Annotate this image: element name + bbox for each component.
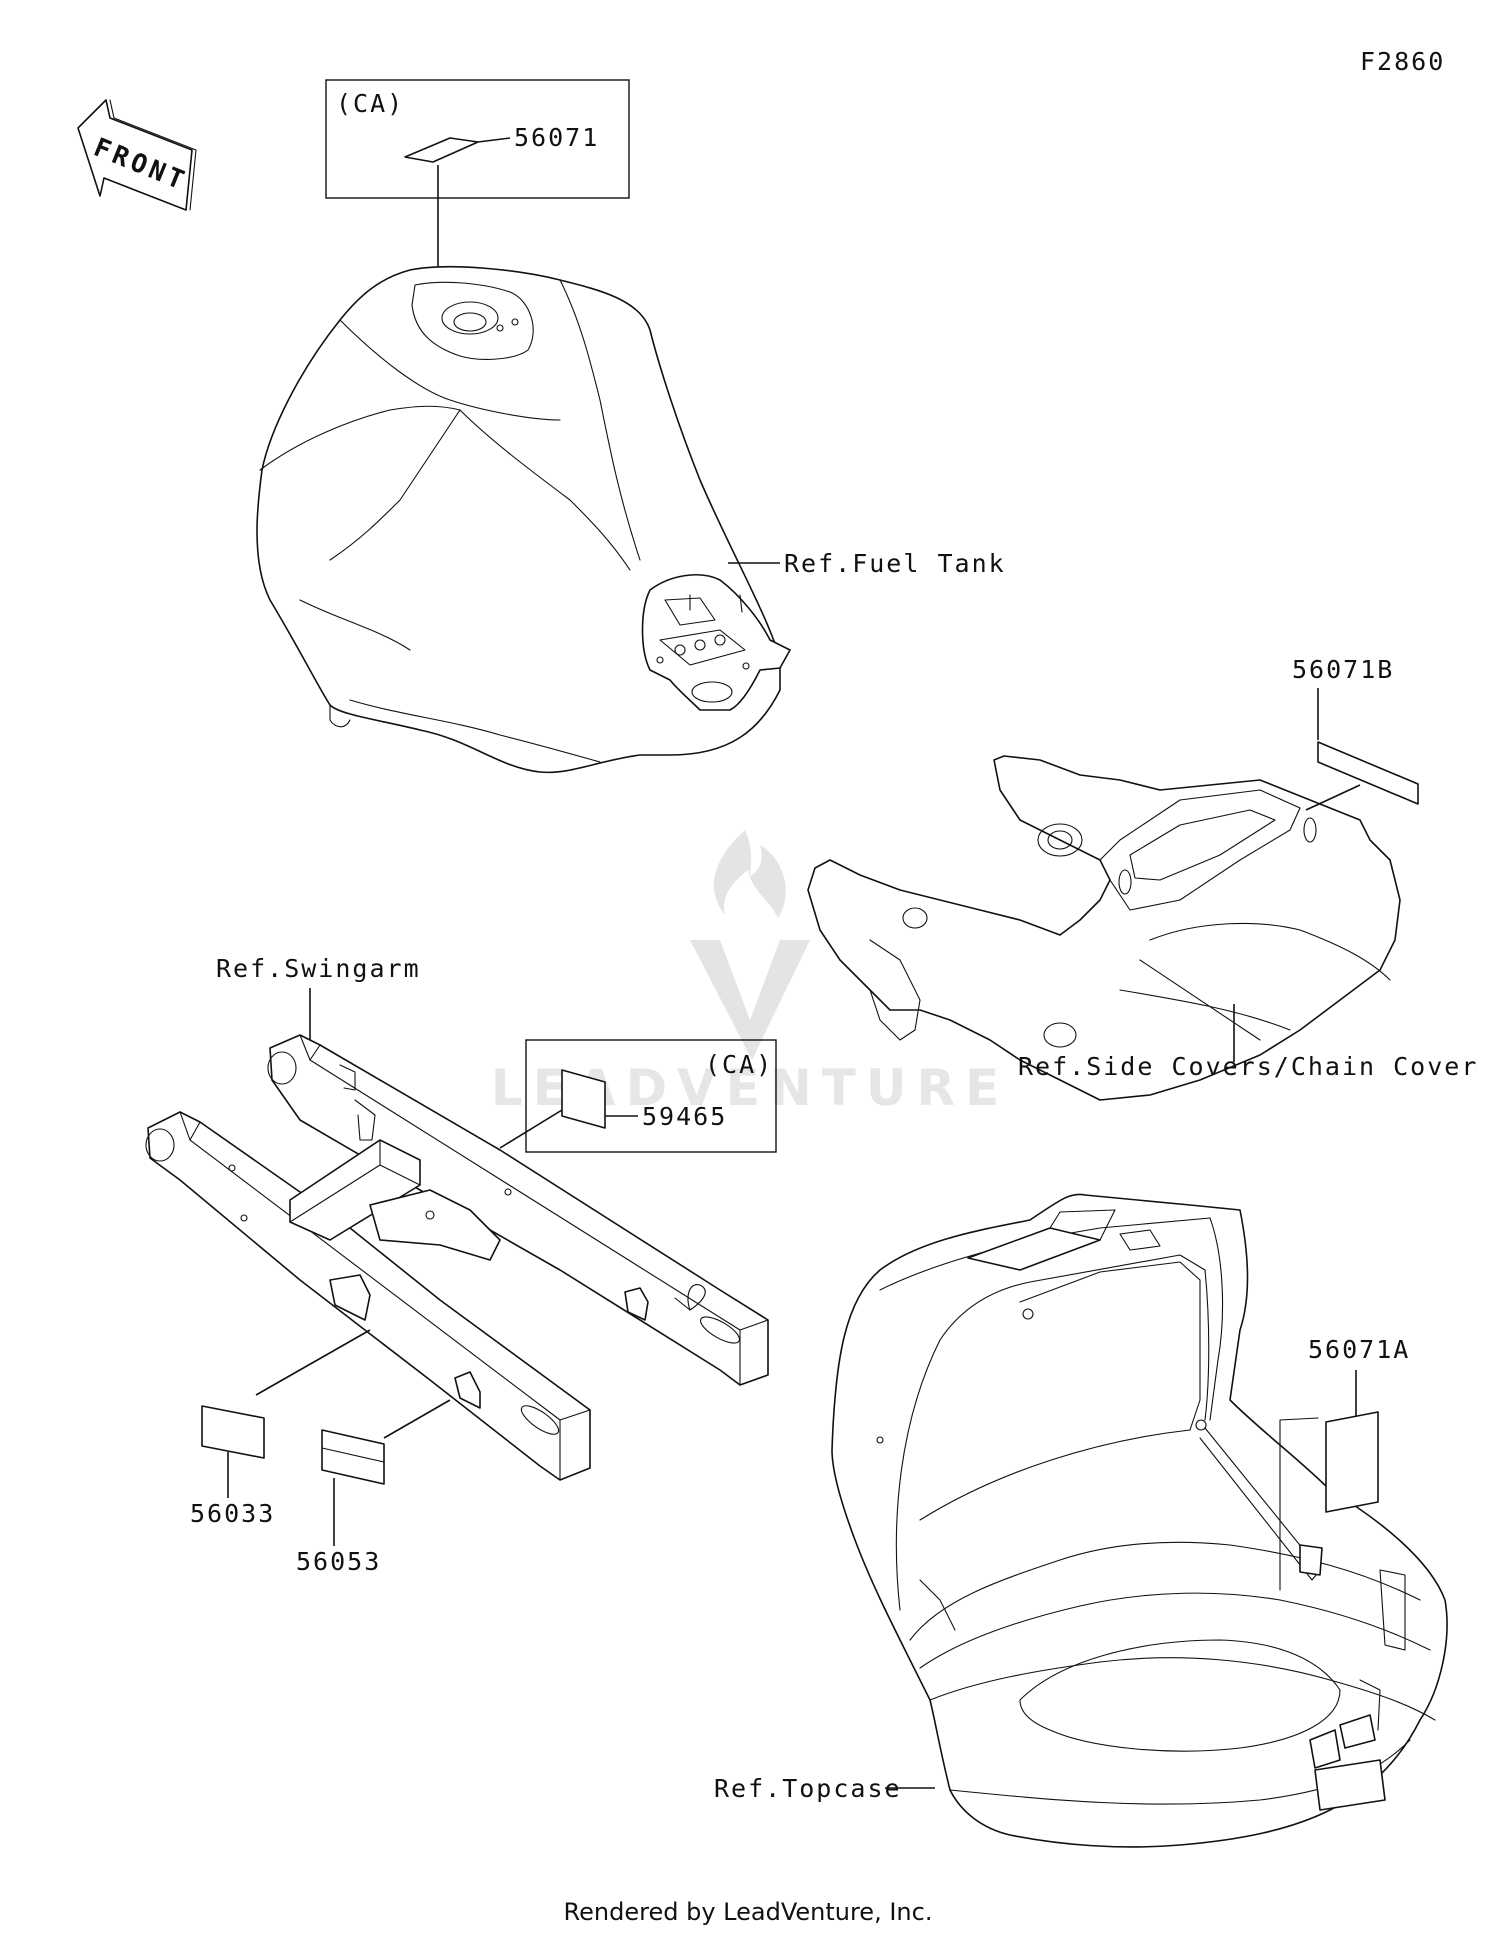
diagram-code: F2860 [1360,47,1445,76]
part-59465: 59465 [642,1102,727,1131]
ca-label-tank: (CA) [336,89,404,118]
label-56071B-sticker [1317,741,1419,805]
part-56053: 56053 [296,1547,381,1576]
part-56071: 56071 [514,123,599,152]
swingarm [145,1034,769,1481]
front-arrow: FRONT [77,99,197,211]
topcase [831,1193,1448,1848]
ca-box-59465: (CA) 59465 [499,1039,777,1153]
part-56071A: 56071A [1308,1335,1410,1364]
footer-credit: Rendered by LeadVenture, Inc. [564,1898,933,1926]
ref-fuel-tank: Ref.Fuel Tank [784,549,1006,578]
ca-label-swingarm: (CA) [705,1050,773,1079]
label-56071A-sticker [1325,1411,1379,1513]
ca-box-56071: (CA) 56071 [325,79,630,373]
label-56071-sticker [404,137,479,163]
part-56033: 56033 [190,1499,275,1528]
label-59465-sticker [561,1069,606,1129]
label-56033-sticker [201,1405,265,1459]
label-56053-sticker [321,1429,385,1485]
side-covers [807,755,1401,1101]
part-56071B: 56071B [1292,655,1394,684]
ref-topcase: Ref.Topcase [714,1774,902,1803]
fuel-tank [256,265,791,774]
ref-swingarm: Ref.Swingarm [216,954,421,983]
ref-side-covers: Ref.Side Covers/Chain Cover [1018,1052,1478,1081]
